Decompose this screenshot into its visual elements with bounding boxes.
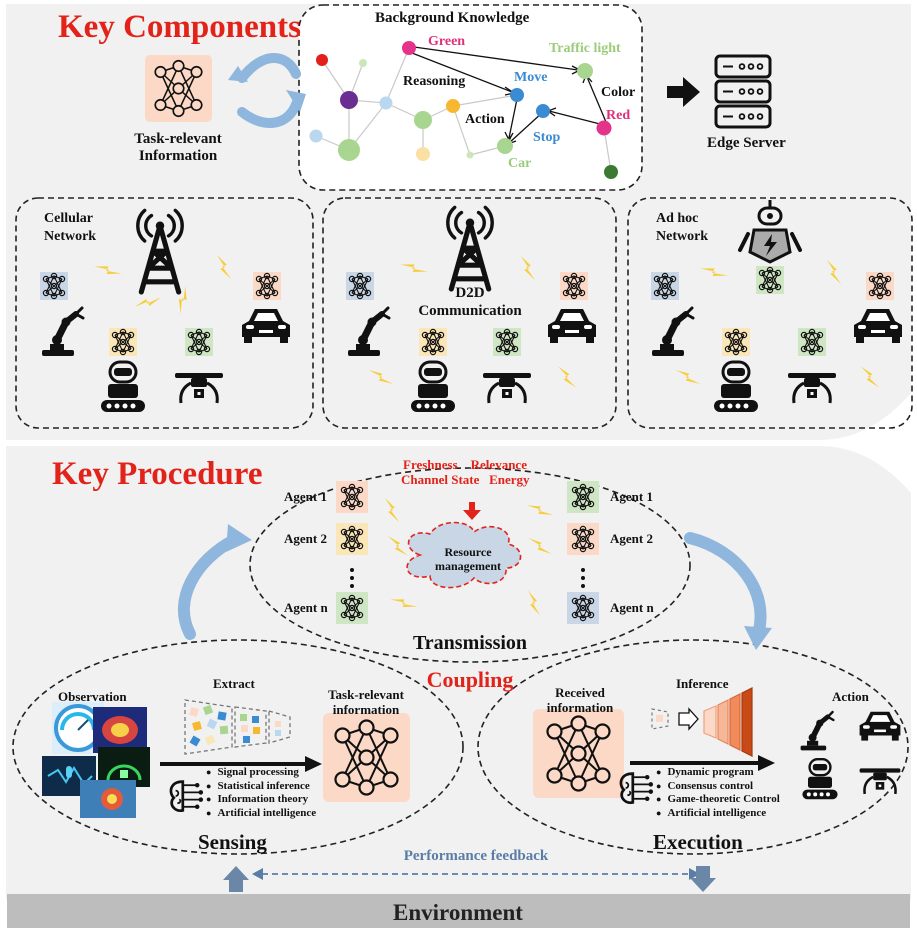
d2d-box bbox=[322, 197, 617, 429]
cellular-label-1: Cellular bbox=[44, 211, 93, 226]
resource-label-1: Resource bbox=[444, 545, 492, 559]
observation-label: Observation bbox=[58, 689, 127, 704]
knowledge-nodes bbox=[309, 41, 618, 179]
transmission-ellipse bbox=[249, 467, 691, 663]
kg-word-traffic-light: Traffic light bbox=[549, 41, 621, 56]
kg-word-green: Green bbox=[428, 34, 466, 49]
resource-cloud bbox=[406, 521, 522, 589]
agent-left-2: Agent 2 bbox=[284, 531, 327, 546]
sensing-methods-list: Signal processing Statistical inference … bbox=[206, 766, 316, 820]
execution-method-item: Dynamic program bbox=[656, 766, 780, 780]
kg-word-car: Car bbox=[508, 156, 532, 171]
edge-server-label: Edge Server bbox=[707, 135, 786, 151]
adhoc-label-1: Ad hoc bbox=[656, 211, 699, 226]
inference-funnel bbox=[651, 687, 753, 757]
execution-method-item: Consensus control bbox=[656, 780, 780, 794]
transmission-flow-arrows bbox=[177, 524, 772, 650]
cellular-label-2: Network bbox=[44, 229, 97, 244]
coupling-label: Coupling bbox=[426, 667, 514, 692]
sensing-label: Sensing bbox=[198, 830, 267, 854]
agent-right-n: Agent n bbox=[610, 600, 654, 615]
adhoc-label-2: Network bbox=[656, 229, 709, 244]
execution-method-item: Game-theoretic Control bbox=[656, 793, 779, 807]
d2d-label-1: D2D bbox=[455, 285, 485, 301]
received-label-1: Received bbox=[555, 685, 605, 700]
sensing-arrow bbox=[160, 756, 322, 772]
cellular-network-box bbox=[15, 197, 314, 429]
task-info-label-2: information bbox=[332, 702, 400, 717]
execution-methods-list: Dynamic program Consensus control Game-t… bbox=[656, 766, 780, 821]
sensing-method-item: Signal processing bbox=[206, 766, 316, 780]
kg-word-move: Move bbox=[514, 70, 548, 85]
feedback-label: Performance feedback bbox=[403, 848, 549, 864]
task-relevant-label-2: Information bbox=[138, 148, 218, 164]
agent-right-1: Agent 1 bbox=[610, 489, 653, 504]
key-components-title: Key Components bbox=[58, 9, 301, 45]
task-relevant-label-1: Task-relevant bbox=[134, 131, 222, 147]
sensing-method-item: Information theory bbox=[206, 793, 316, 807]
feedback-arrows bbox=[223, 866, 716, 892]
agent-left-n: Agent n bbox=[284, 600, 328, 615]
kg-word-reasoning: Reasoning bbox=[403, 74, 466, 89]
task-info-label-1: Task-relevant bbox=[328, 687, 404, 702]
transmission-label: Transmission bbox=[412, 632, 528, 654]
metrics-line-2: Channel State Energy bbox=[401, 472, 530, 487]
extract-label: Extract bbox=[213, 676, 255, 691]
action-label: Action bbox=[832, 689, 869, 704]
background-knowledge-title: Background Knowledge bbox=[375, 10, 530, 26]
execution-label: Execution bbox=[653, 830, 743, 854]
knowledge-arrows bbox=[411, 46, 607, 146]
agent-right-2: Agent 2 bbox=[610, 531, 653, 546]
edge-server-icon bbox=[714, 54, 772, 129]
top-panel bbox=[6, 4, 911, 440]
environment-bar bbox=[7, 894, 910, 928]
key-procedure-title: Key Procedure bbox=[52, 456, 263, 492]
agent-left-1: Agent 1 bbox=[284, 489, 327, 504]
cycle-arrows bbox=[228, 53, 306, 128]
inference-label: Inference bbox=[676, 676, 729, 691]
kg-word-red: Red bbox=[606, 108, 631, 123]
resource-label-2: management bbox=[435, 559, 501, 573]
execution-ellipse bbox=[477, 639, 909, 855]
sensing-ellipse bbox=[12, 639, 464, 855]
sensing-method-item: Artificial intelligence bbox=[206, 807, 316, 821]
kg-word-stop: Stop bbox=[533, 130, 561, 145]
execution-method-item: Artificial intelligence bbox=[656, 807, 780, 821]
adhoc-network-box bbox=[627, 197, 913, 429]
background-knowledge-box bbox=[298, 4, 643, 191]
metrics-arrow bbox=[463, 502, 481, 520]
execution-arrow bbox=[630, 755, 775, 771]
extract-funnel bbox=[184, 699, 291, 755]
metrics-line-1: Freshness Relevance bbox=[403, 457, 527, 472]
received-label-2: information bbox=[546, 700, 614, 715]
edge-robot-icon bbox=[738, 200, 802, 264]
environment-label: Environment bbox=[393, 900, 523, 925]
kg-word-action: Action bbox=[465, 112, 505, 127]
d2d-label-2: Communication bbox=[418, 303, 522, 319]
observation-images bbox=[42, 702, 150, 818]
edge-arrow bbox=[667, 77, 700, 107]
sensing-method-item: Statistical inference bbox=[206, 780, 316, 794]
ellipsis-dots bbox=[350, 568, 585, 588]
kg-word-color: Color bbox=[601, 85, 636, 100]
